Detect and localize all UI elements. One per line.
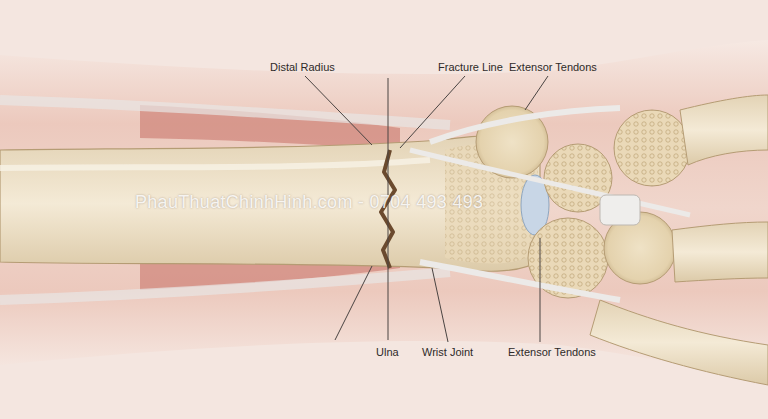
metacarpal xyxy=(672,222,768,282)
ligament xyxy=(600,195,640,225)
tendon xyxy=(430,108,620,142)
part-label: Ulna xyxy=(376,346,399,359)
leader-lines xyxy=(305,76,548,342)
bone-highlight xyxy=(0,160,430,168)
part-label: Extensor Tendons xyxy=(509,61,597,74)
part-label: Wrist Joint xyxy=(422,346,473,359)
tendon xyxy=(0,100,450,125)
tendon xyxy=(0,272,450,300)
watermark: PhauThuatChinhHinh.com - 0704 493 493 xyxy=(135,196,483,209)
part-label: Distal Radius xyxy=(270,61,335,74)
part-label: Extensor Tendons xyxy=(508,346,596,359)
tendon xyxy=(420,262,620,300)
part-label: Fracture Line xyxy=(438,61,503,74)
metacarpal xyxy=(680,95,768,165)
radius-bone xyxy=(0,136,540,272)
metacarpal xyxy=(590,300,768,385)
carpal-bone xyxy=(614,110,690,186)
